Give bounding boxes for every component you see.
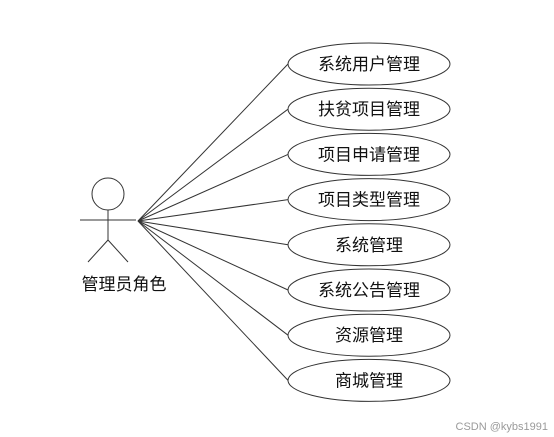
association-line xyxy=(137,153,289,222)
use-case: 资源管理 xyxy=(287,313,451,357)
use-case: 扶贫项目管理 xyxy=(287,87,451,131)
use-case-ellipse xyxy=(287,178,451,222)
use-case: 商城管理 xyxy=(287,358,451,402)
use-case-label: 商城管理 xyxy=(335,371,403,391)
use-case-ellipse xyxy=(287,358,451,402)
actor-label: 管理员角色 xyxy=(82,275,167,295)
use-case-list: 系统用户管理扶贫项目管理项目申请管理项目类型管理系统管理系统公告管理资源管理商城… xyxy=(287,42,451,402)
use-case: 系统管理 xyxy=(287,223,451,267)
use-case-label: 项目类型管理 xyxy=(318,191,420,211)
use-case: 项目类型管理 xyxy=(287,178,451,222)
actor: 管理员角色 xyxy=(80,177,167,295)
use-case-ellipse xyxy=(287,268,451,312)
use-case-label: 项目申请管理 xyxy=(318,145,420,165)
association-line xyxy=(137,63,289,222)
use-case-label: 系统用户管理 xyxy=(318,55,420,75)
use-case-label: 系统管理 xyxy=(335,236,403,256)
use-case-ellipse xyxy=(287,42,451,86)
use-case-label: 系统公告管理 xyxy=(318,281,420,301)
actor-left-leg xyxy=(87,239,109,263)
use-case-ellipse xyxy=(287,223,451,267)
use-case-label: 资源管理 xyxy=(335,326,403,346)
association-line xyxy=(137,220,289,246)
association-line xyxy=(137,108,289,222)
watermark: CSDN @kybs1991 xyxy=(455,421,548,433)
use-case-ellipse xyxy=(287,132,451,176)
use-case-ellipse xyxy=(287,313,451,357)
use-case: 系统公告管理 xyxy=(287,268,451,312)
association-lines xyxy=(137,63,289,381)
use-case-label: 扶贫项目管理 xyxy=(318,100,420,120)
association-line xyxy=(137,220,289,291)
use-case: 项目申请管理 xyxy=(287,132,451,176)
association-line xyxy=(137,199,289,222)
association-line xyxy=(137,220,289,336)
actor-right-leg xyxy=(107,239,129,263)
actor-head xyxy=(91,177,125,211)
use-case-ellipse xyxy=(287,87,451,131)
use-case: 系统用户管理 xyxy=(287,42,451,86)
association-line xyxy=(137,220,289,381)
